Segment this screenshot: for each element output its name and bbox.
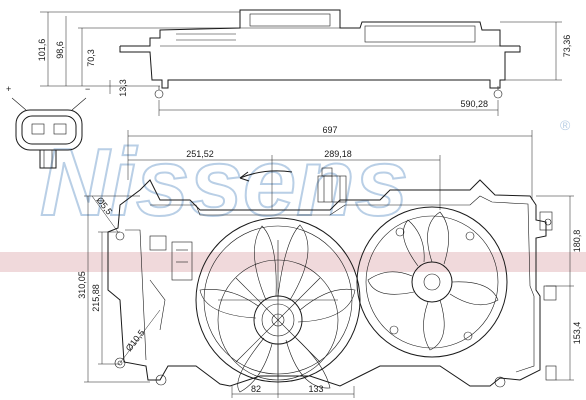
fan-left-blade-4	[237, 337, 273, 393]
dim-133: 133	[308, 384, 323, 394]
front-view-frame	[107, 179, 547, 387]
dim-697: 697	[322, 125, 337, 135]
side-view-foot-left	[154, 89, 164, 99]
fan-left-blade-1	[277, 224, 309, 301]
dim-13-3: 13,3	[118, 79, 128, 97]
side-view-motor	[249, 13, 331, 27]
front-view-top-dimensions: 697 251,52 289,18	[127, 125, 533, 210]
fan-left-blade-2	[297, 288, 356, 323]
fan-right	[356, 206, 508, 358]
dim-70-3: 70,3	[86, 49, 96, 67]
rotation-arrow	[239, 170, 293, 179]
mount-hole-left-lower	[114, 357, 126, 369]
connector-detail: + −	[6, 84, 90, 169]
dim-251-52: 251,52	[186, 149, 214, 159]
dim-diameter-10-5: Ø10,5	[124, 328, 147, 353]
right-tab-lower	[545, 365, 557, 381]
connector-inner	[21, 115, 77, 145]
dim-180-8: 180,8	[572, 230, 582, 253]
fan-left-blade-5	[199, 289, 259, 319]
watermark: Nissens ®	[0, 117, 586, 272]
side-view-foot-right	[493, 89, 503, 99]
fan-right-blade-4	[367, 271, 415, 295]
dim-82: 82	[251, 384, 261, 394]
dim-310-05: 310,05	[77, 271, 87, 299]
fan-left	[195, 217, 361, 393]
right-tab-middle	[543, 285, 557, 301]
connector-pin-left	[31, 123, 45, 135]
fan-right-shroud	[356, 206, 508, 358]
fan-right-blade-2	[449, 281, 499, 306]
side-view-dimensions: 101,6 98,6 70,3 13,3 73,36 590,28	[37, 11, 572, 116]
watermark-registered-mark: ®	[560, 117, 571, 133]
side-view-outline	[120, 9, 520, 47]
fan-left-blade-6	[254, 225, 277, 301]
dim-73-36: 73,36	[562, 35, 572, 58]
dim-98-6: 98,6	[55, 41, 65, 59]
dim-289-18: 289,18	[324, 149, 352, 159]
side-view-lower	[119, 46, 521, 89]
resistor-module	[171, 241, 193, 281]
connector-minus: −	[85, 84, 90, 94]
connector-plus: +	[6, 84, 11, 94]
dim-590-28: 590,28	[460, 99, 488, 109]
front-view	[107, 167, 557, 388]
fan-right-blade-3	[423, 299, 445, 351]
dim-215-88: 215,88	[91, 284, 101, 312]
fan-right-blade-1	[427, 211, 449, 265]
mount-hole-bottom-left	[155, 374, 167, 386]
front-view-inner-edge	[150, 195, 535, 373]
dim-153-4: 153,4	[572, 322, 582, 345]
connector-latch	[39, 149, 57, 169]
fan-right-blade-5	[403, 219, 425, 267]
dim-101-6: 101,6	[37, 39, 47, 62]
right-tab-upper	[539, 211, 553, 231]
side-view-shroud	[364, 25, 476, 43]
side-view	[119, 9, 521, 99]
fan-left-blade-3	[285, 337, 331, 389]
mount-hole-bottom-right	[494, 376, 506, 388]
watermark-text: Nissens	[40, 129, 408, 236]
connector-pin-right	[53, 123, 67, 135]
